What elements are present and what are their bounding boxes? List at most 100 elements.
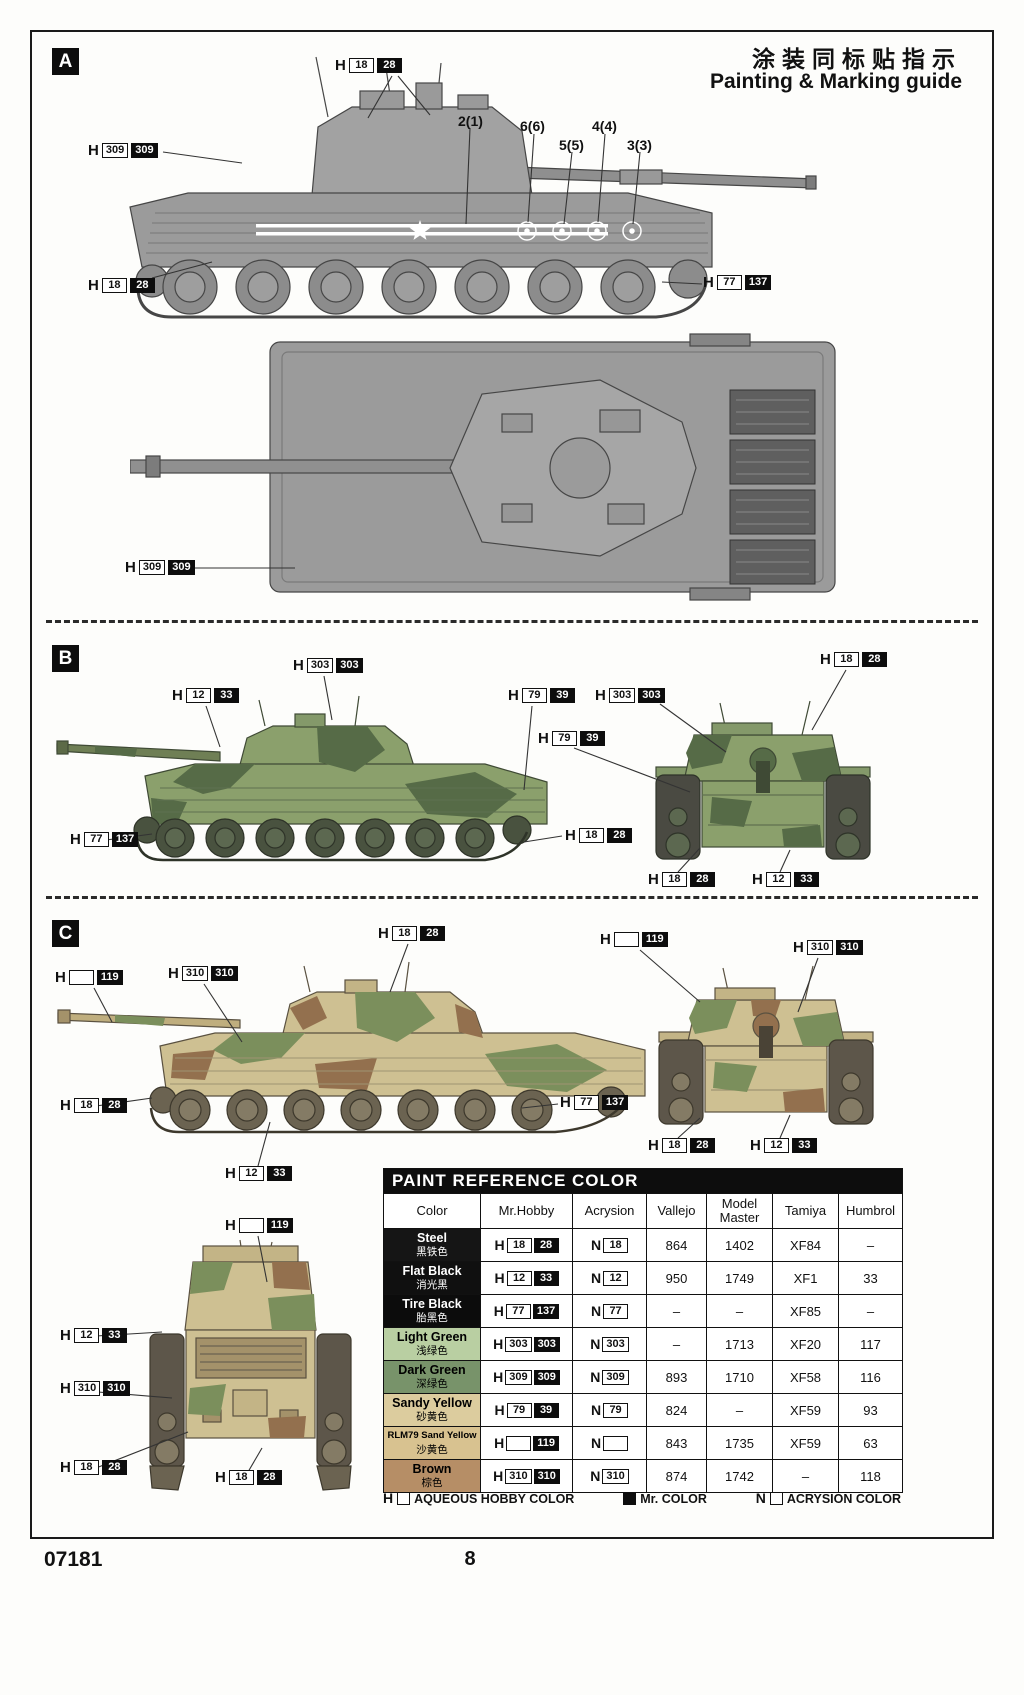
vallejo-cell: – <box>646 1295 706 1327</box>
acrysion-code-box: 303 <box>602 1336 629 1352</box>
paint-callout: H 310 310 <box>793 940 863 955</box>
mr-color-code-box: 28 <box>689 1138 715 1153</box>
mr-color-code-box: 28 <box>256 1470 282 1485</box>
tank-top-view-scheme-a <box>130 333 836 601</box>
tank-rear-view-scheme-c <box>149 1239 352 1491</box>
aqueous-code-box: 18 <box>73 1098 99 1113</box>
vallejo-cell: – <box>646 1328 706 1360</box>
color-name-cell: Steel 黑铁色 <box>384 1229 480 1261</box>
mr-color-code-box: 137 <box>532 1303 560 1319</box>
kit-number: 07181 <box>44 1548 103 1571</box>
vallejo-cell: 874 <box>646 1460 706 1492</box>
color-name-cell: Flat Black 消光黑 <box>384 1262 480 1294</box>
aqueous-code-box: 310 <box>73 1381 101 1396</box>
paint-table-row: Flat Black 消光黑 H 12 33 N 12 950 1749 XF1… <box>384 1261 902 1294</box>
mr-hobby-cell: H 309 309 <box>480 1361 572 1393</box>
humbrol-cell: 117 <box>838 1328 902 1360</box>
star-marking <box>409 220 431 240</box>
acrysion-cell: N 18 <box>572 1229 646 1261</box>
aqueous-code-box: 18 <box>661 872 687 887</box>
mr-color-code-box: 28 <box>689 872 715 887</box>
paint-callout: H 18 28 <box>60 1460 127 1475</box>
mr-color-box-icon <box>623 1492 637 1505</box>
emblem-markings <box>517 221 642 241</box>
paint-callout: H 18 28 <box>378 926 445 941</box>
aqueous-code-box: 310 <box>505 1468 532 1484</box>
mr-hobby-cell: H 79 39 <box>480 1394 572 1426</box>
paint-callout: H 119 <box>55 970 123 985</box>
mr-color-code-box: 310 <box>103 1381 130 1396</box>
color-name-cell: Light Green 浅绿色 <box>384 1328 480 1360</box>
aqueous-code-box: 310 <box>181 966 209 981</box>
tamiya-cell: XF84 <box>772 1229 838 1261</box>
acrysion-cell: N 77 <box>572 1295 646 1327</box>
legend-acrysion: N ACRYSION COLOR <box>755 1490 901 1506</box>
paint-callout: H 310 310 <box>60 1381 130 1396</box>
mr-color-code-box: 310 <box>533 1468 560 1484</box>
aqueous-code-box: 303 <box>608 688 636 703</box>
gun-muzzle-foreshortened <box>759 1026 773 1058</box>
vallejo-cell: 864 <box>646 1229 706 1261</box>
mr-hobby-cell: H 119 <box>480 1427 572 1459</box>
paint-callout: H 18 28 <box>565 828 632 843</box>
vallejo-cell: 843 <box>646 1427 706 1459</box>
aqueous-code-box: 12 <box>765 872 791 887</box>
mr-color-code-box: 309 <box>131 143 158 158</box>
vallejo-cell: 824 <box>646 1394 706 1426</box>
color-name-cell: Dark Green 深绿色 <box>384 1361 480 1393</box>
paint-callout: H 77 137 <box>560 1095 629 1110</box>
aqueous-code-box: 18 <box>73 1460 99 1475</box>
model-master-cell: 1742 <box>706 1460 772 1492</box>
paint-callout: H 12 33 <box>225 1166 292 1181</box>
aqueous-code-box: 18 <box>833 652 859 667</box>
paint-table-row: Steel 黑铁色 H 18 28 N 18 864 1402 XF84 – <box>384 1228 902 1261</box>
mr-color-code-box: 303 <box>336 658 363 673</box>
aqueous-code-box: 79 <box>506 1402 532 1418</box>
marking-number: 5(5) <box>559 137 584 153</box>
paint-callout: H 303 303 <box>595 688 665 703</box>
aqueous-code-box: 79 <box>521 688 547 703</box>
aqueous-code-box: 309 <box>101 143 129 158</box>
paint-callout: H 77 137 <box>703 275 772 290</box>
acrysion-code-box: 79 <box>603 1402 629 1418</box>
paint-callout: H 12 33 <box>752 872 819 887</box>
marking-number: 2(1) <box>458 113 483 129</box>
engine-grilles <box>729 389 816 585</box>
mr-hobby-cell: H 303 303 <box>480 1328 572 1360</box>
aqueous-code-box: 18 <box>348 58 374 73</box>
model-master-cell: – <box>706 1394 772 1426</box>
paint-table-row: Dark Green 深绿色 H 309 309 N 309 893 1710 … <box>384 1360 902 1393</box>
camouflage-patches-b <box>95 726 517 824</box>
aqueous-code-box: 309 <box>138 560 166 575</box>
aqueous-code-box: 77 <box>505 1303 531 1319</box>
column-header: Color <box>416 1203 448 1218</box>
tank-side-view-scheme-b <box>56 695 548 862</box>
aqueous-code-box: 12 <box>185 688 211 703</box>
page-number: 8 <box>464 1548 476 1570</box>
mr-hobby-cell: H 77 137 <box>480 1295 572 1327</box>
paint-callout: H 119 <box>225 1218 293 1233</box>
aqueous-code-box <box>238 1218 264 1233</box>
humbrol-cell: 116 <box>838 1361 902 1393</box>
mr-color-code-box: 303 <box>533 1336 560 1352</box>
paint-table-row: Tire Black 胎黑色 H 77 137 N 77 – – XF85 – <box>384 1294 902 1327</box>
acrysion-code-box: 310 <box>602 1468 629 1484</box>
model-master-cell: 1749 <box>706 1262 772 1294</box>
aqueous-code-box: 309 <box>505 1369 532 1385</box>
mr-color-code-box: 39 <box>579 731 605 746</box>
mr-color-code-box: 33 <box>791 1138 817 1153</box>
paint-callout: H 12 33 <box>750 1138 817 1153</box>
paint-table-header-row: Color Mr.Hobby Acrysion Vallejo Model Ma… <box>384 1193 902 1228</box>
aqueous-code-box: 303 <box>505 1336 532 1352</box>
acrysion-code-box: 12 <box>603 1270 629 1286</box>
mr-hobby-cell: H 12 33 <box>480 1262 572 1294</box>
paint-callout: H 79 39 <box>538 731 605 746</box>
column-header: Tamiya <box>772 1194 838 1228</box>
aqueous-code-box <box>506 1435 532 1451</box>
paint-callout: H 79 39 <box>508 688 575 703</box>
aqueous-code-box: 77 <box>83 832 109 847</box>
acrysion-cell: N 79 <box>572 1394 646 1426</box>
marking-number: 4(4) <box>592 118 617 134</box>
section-b-label: B <box>52 645 79 672</box>
acrysion-cell: N 309 <box>572 1361 646 1393</box>
